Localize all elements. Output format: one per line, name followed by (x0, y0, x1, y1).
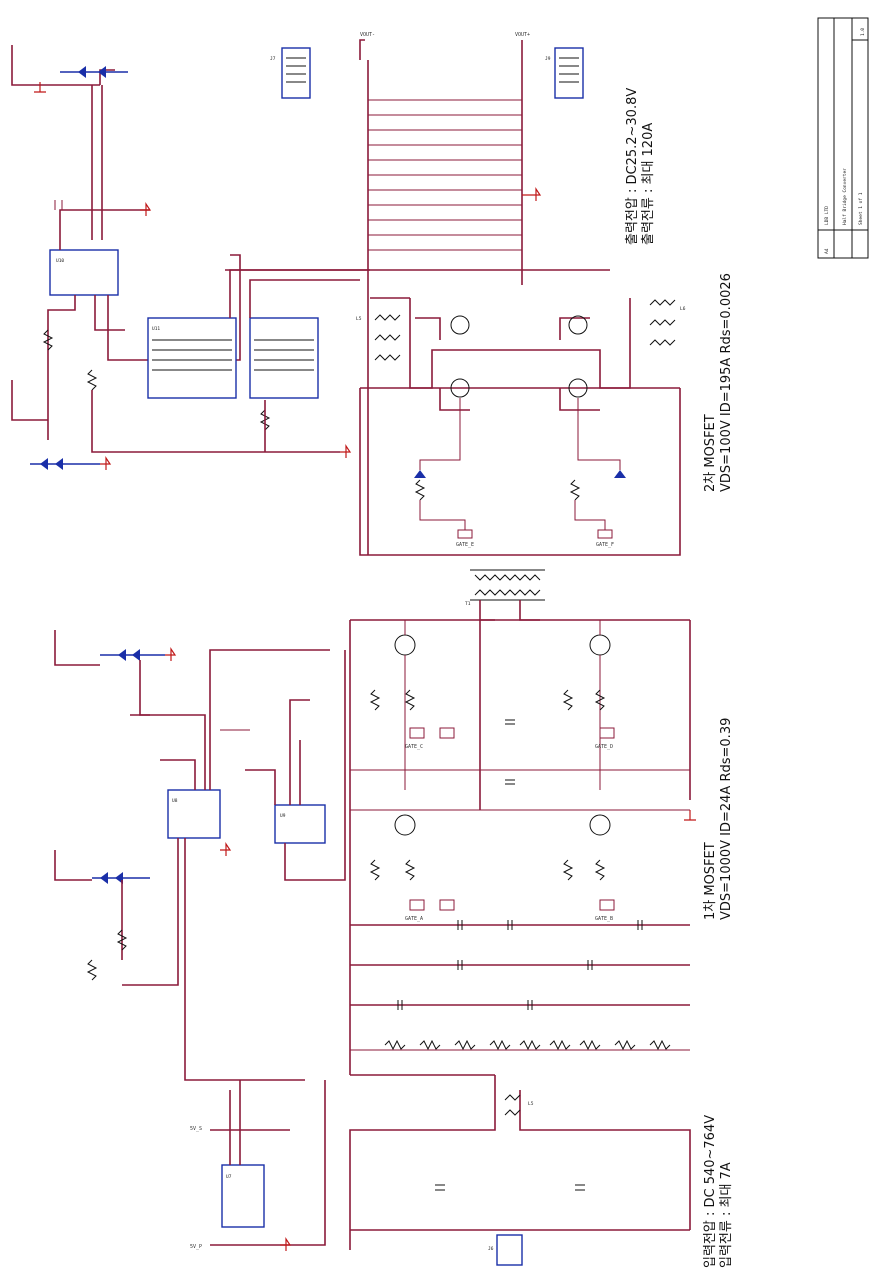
sec-driver-refdes: U10 (56, 258, 64, 264)
net-vout-n: VOUT- (360, 32, 375, 38)
l-filter-label: L5 (528, 1101, 534, 1107)
pri-aux-diodes-bottom (54, 850, 150, 981)
input-current-note: 입력전류 : 최대 7A (719, 1162, 734, 1268)
pri-input-regulator: U7 5V_S 5V_P (184, 1060, 326, 1251)
sec-aux-diodes (11, 45, 128, 240)
pri-mosfet-bridge: GATE_C GATE_D GATE_A GATE_B (349, 619, 696, 1075)
net-gate-c: GATE_C (405, 744, 423, 750)
sec-mosfet-title: 2차 MOSFET (703, 414, 718, 492)
net-gate-f: GATE_F (596, 542, 614, 548)
net-5v-s: 5V_S (190, 1126, 202, 1132)
title-text: Half Bridge Converter (842, 168, 848, 225)
pri-ctrl-refdes: U9 (280, 813, 286, 819)
pri-driver-refdes: U8 (172, 798, 178, 804)
net-gate-e: GATE_E (456, 542, 474, 548)
net-vout-p: VOUT+ (515, 32, 530, 38)
sec-output-connectors: J7 J9 (270, 47, 584, 99)
title-size: A4 (824, 248, 830, 254)
net-5v-p: 5V_P (190, 1244, 202, 1250)
l5-refdes: L5 (356, 316, 362, 322)
l6-refdes: L6 (680, 306, 686, 312)
title-sheet: Sheet 1 of 1 (858, 192, 864, 225)
pri-aux-diodes-top (54, 630, 177, 716)
u7-refdes: U7 (226, 1174, 232, 1180)
pri-driver-ic: U8 (122, 649, 330, 1060)
j9-refdes: J9 (545, 56, 551, 62)
sec-driver-ic: U10 (47, 200, 241, 440)
title-company: LDB LTD (824, 206, 830, 225)
sec-left-branch (11, 329, 340, 470)
input-voltage-note: 입력전압 : DC 540~764V (703, 1115, 718, 1268)
output-voltage-note: 출력전압 : DC25.2~30.8V (625, 88, 640, 245)
j7-refdes: J7 (270, 56, 276, 62)
sec-output-bus: VOUT- VOUT+ (225, 32, 610, 555)
t1-refdes: T1 (465, 601, 471, 607)
net-gate-a: GATE_A (405, 916, 423, 922)
pri-controller-ic: U9 (245, 650, 346, 881)
sec-mosfet-spec: VDS=100V ID=195A Rds=0.0026 (719, 273, 734, 492)
main-transformer: T1 (465, 569, 545, 621)
pri-dc-link-caps (350, 920, 690, 1051)
net-gate-d: GATE_D (595, 744, 613, 750)
pri-input-filter: L5 J6 (349, 1074, 691, 1266)
output-current-note: 출력전류 : 최대 120A (641, 123, 656, 245)
sec-ctrl-refdes: U11 (152, 326, 160, 332)
j6-refdes: J6 (488, 1246, 494, 1252)
sec-mosfet-stage: L5 L6 GATE_E GATE_F (356, 297, 686, 556)
pri-mosfet-title: 1차 MOSFET (703, 842, 718, 920)
pri-mosfet-spec: VDS=1000V ID=24A Rds=0.39 (719, 718, 734, 920)
net-gate-b: GATE_B (595, 916, 613, 922)
title-rev: 1.0 (860, 28, 866, 36)
title-block: LDB LTD Half Bridge Converter Sheet 1 of… (817, 17, 869, 259)
sec-controller-ic: U11 (147, 269, 370, 458)
